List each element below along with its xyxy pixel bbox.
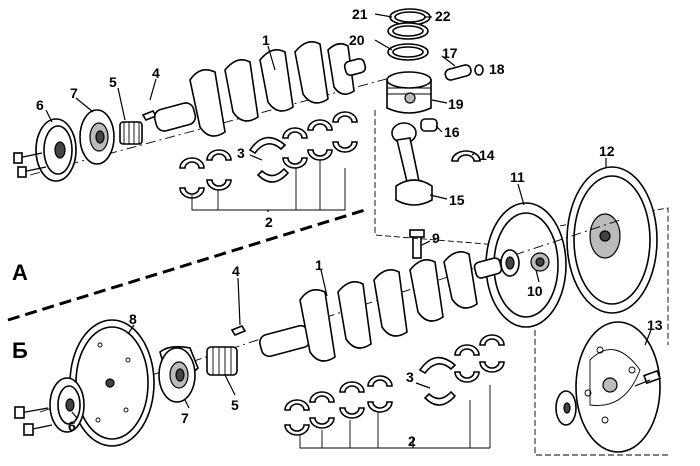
callout-2-bottom: 2 [408,433,416,449]
thrust-washer-3-bottom [418,356,457,375]
adapter-disc [555,390,577,426]
hub-7-bottom [158,345,199,403]
callout-18: 18 [489,61,505,77]
bearing-shells-top [179,111,358,199]
crankshaft-1-bottom [259,251,503,362]
connecting-rod-15 [391,118,438,206]
drive-plate-13 [575,321,661,453]
callout-11: 11 [510,169,525,185]
crankshaft-1-top [153,41,367,137]
callout-7-top: 7 [70,85,78,101]
damper-pulley-8 [69,319,155,447]
bolt-9 [409,229,425,259]
callout-20: 20 [349,32,365,48]
callout-7-bottom: 7 [181,410,189,426]
pulley-6-top [35,118,77,182]
flywheel-12 [566,166,658,314]
section-b-label: Б [12,338,28,363]
bolts-top [13,152,47,178]
rod-bearing-14 [451,150,481,162]
callout-1-bottom: 1 [315,257,323,273]
callout-6-bottom: 6 [68,418,76,434]
section-a-label: А [12,260,28,285]
leader-lines [45,13,652,448]
hub-7-top [79,109,115,165]
bracket-2-bottom [299,400,471,449]
bolt-13 [634,369,661,387]
callout-22: 22 [435,8,451,24]
callout-6-top: 6 [36,97,44,113]
bolts-bottom [14,406,53,436]
thrust-washer-3-top [248,136,287,155]
callout-21: 21 [352,6,368,22]
bearing-shells-bottom [284,334,505,436]
sprocket-5-bottom [206,346,238,376]
piston-pin-17 [444,64,484,81]
callout-5-top: 5 [109,74,117,90]
callout-17: 17 [442,45,458,61]
callout-16: 16 [444,124,460,140]
callout-13: 13 [647,317,663,333]
pilot-bearing-10 [500,249,520,277]
callout-12: 12 [599,143,615,159]
callout-1-top: 1 [262,32,270,48]
callout-8: 8 [129,311,137,327]
callout-3-bottom: 3 [406,369,414,385]
flywheel-ring-11 [485,202,567,328]
key-4-bottom [230,325,247,336]
callout-9: 9 [432,230,440,246]
callout-19: 19 [448,96,464,112]
callout-2-top: 2 [265,214,273,230]
callout-5-bottom: 5 [231,397,239,413]
callout-10: 10 [527,283,543,299]
callout-4-top: 4 [152,65,160,81]
piston-19 [386,71,432,114]
callout-14: 14 [479,147,495,163]
section-separator [7,208,366,322]
pulley-6-bottom [49,377,85,433]
callout-3-top: 3 [237,145,245,161]
sprocket-5-top [119,121,143,145]
callout-15: 15 [449,192,465,208]
callout-4-bottom: 4 [232,263,240,279]
piston-rings [387,8,431,61]
